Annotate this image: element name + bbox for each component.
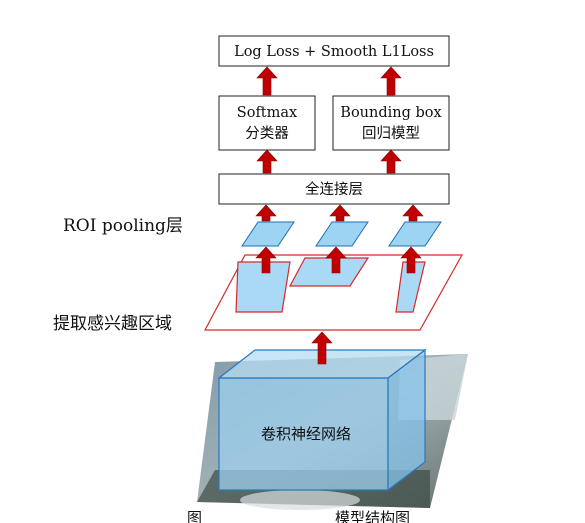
fc-box-label: 全连接层 [305,180,363,198]
arrows [255,66,424,365]
bbox-box: Bounding box 回归模型 [332,95,450,151]
fc-box: 全连接层 [218,173,450,205]
up-arrow-6 [329,204,351,222]
softmax-box-line1: Softmax [237,105,297,121]
roi-crop-3 [395,261,426,313]
pooled-feature-3 [388,221,442,247]
bbox-box-line2: 回归模型 [362,125,420,142]
bbox-box-line1: Bounding box [340,105,441,121]
up-arrow-11 [311,331,333,365]
up-arrow-3 [256,149,278,174]
up-arrow-9 [325,246,347,274]
cnn-block: 卷积神经网络 [217,348,427,492]
roi-pooled-features [241,221,442,247]
roi-region-label: 提取感兴趣区域 [53,314,172,334]
loss-box: Log Loss + Smooth L1Loss [218,35,450,67]
caption-end: 模型结构图 [335,509,410,523]
roi-region [204,254,464,331]
up-arrow-5 [255,204,277,222]
up-arrow-10 [400,246,422,274]
roi-crop-2 [288,257,370,287]
up-arrow-4 [380,149,402,174]
softmax-box: Softmax 分类器 [218,95,316,151]
up-arrow-2 [380,66,402,96]
loss-box-label: Log Loss + Smooth L1Loss [234,44,434,60]
caption-start: 图 [187,509,202,523]
roi-pooling-label: ROI pooling层 [63,216,183,236]
pooled-feature-1 [241,221,295,247]
up-arrow-8 [255,246,277,274]
roi-crop-1 [235,261,291,313]
softmax-box-line2: 分类器 [245,125,289,142]
up-arrow-1 [256,66,278,96]
up-arrow-7 [402,204,424,222]
cnn-label: 卷积神经网络 [261,425,351,443]
pooled-feature-2 [315,221,369,247]
